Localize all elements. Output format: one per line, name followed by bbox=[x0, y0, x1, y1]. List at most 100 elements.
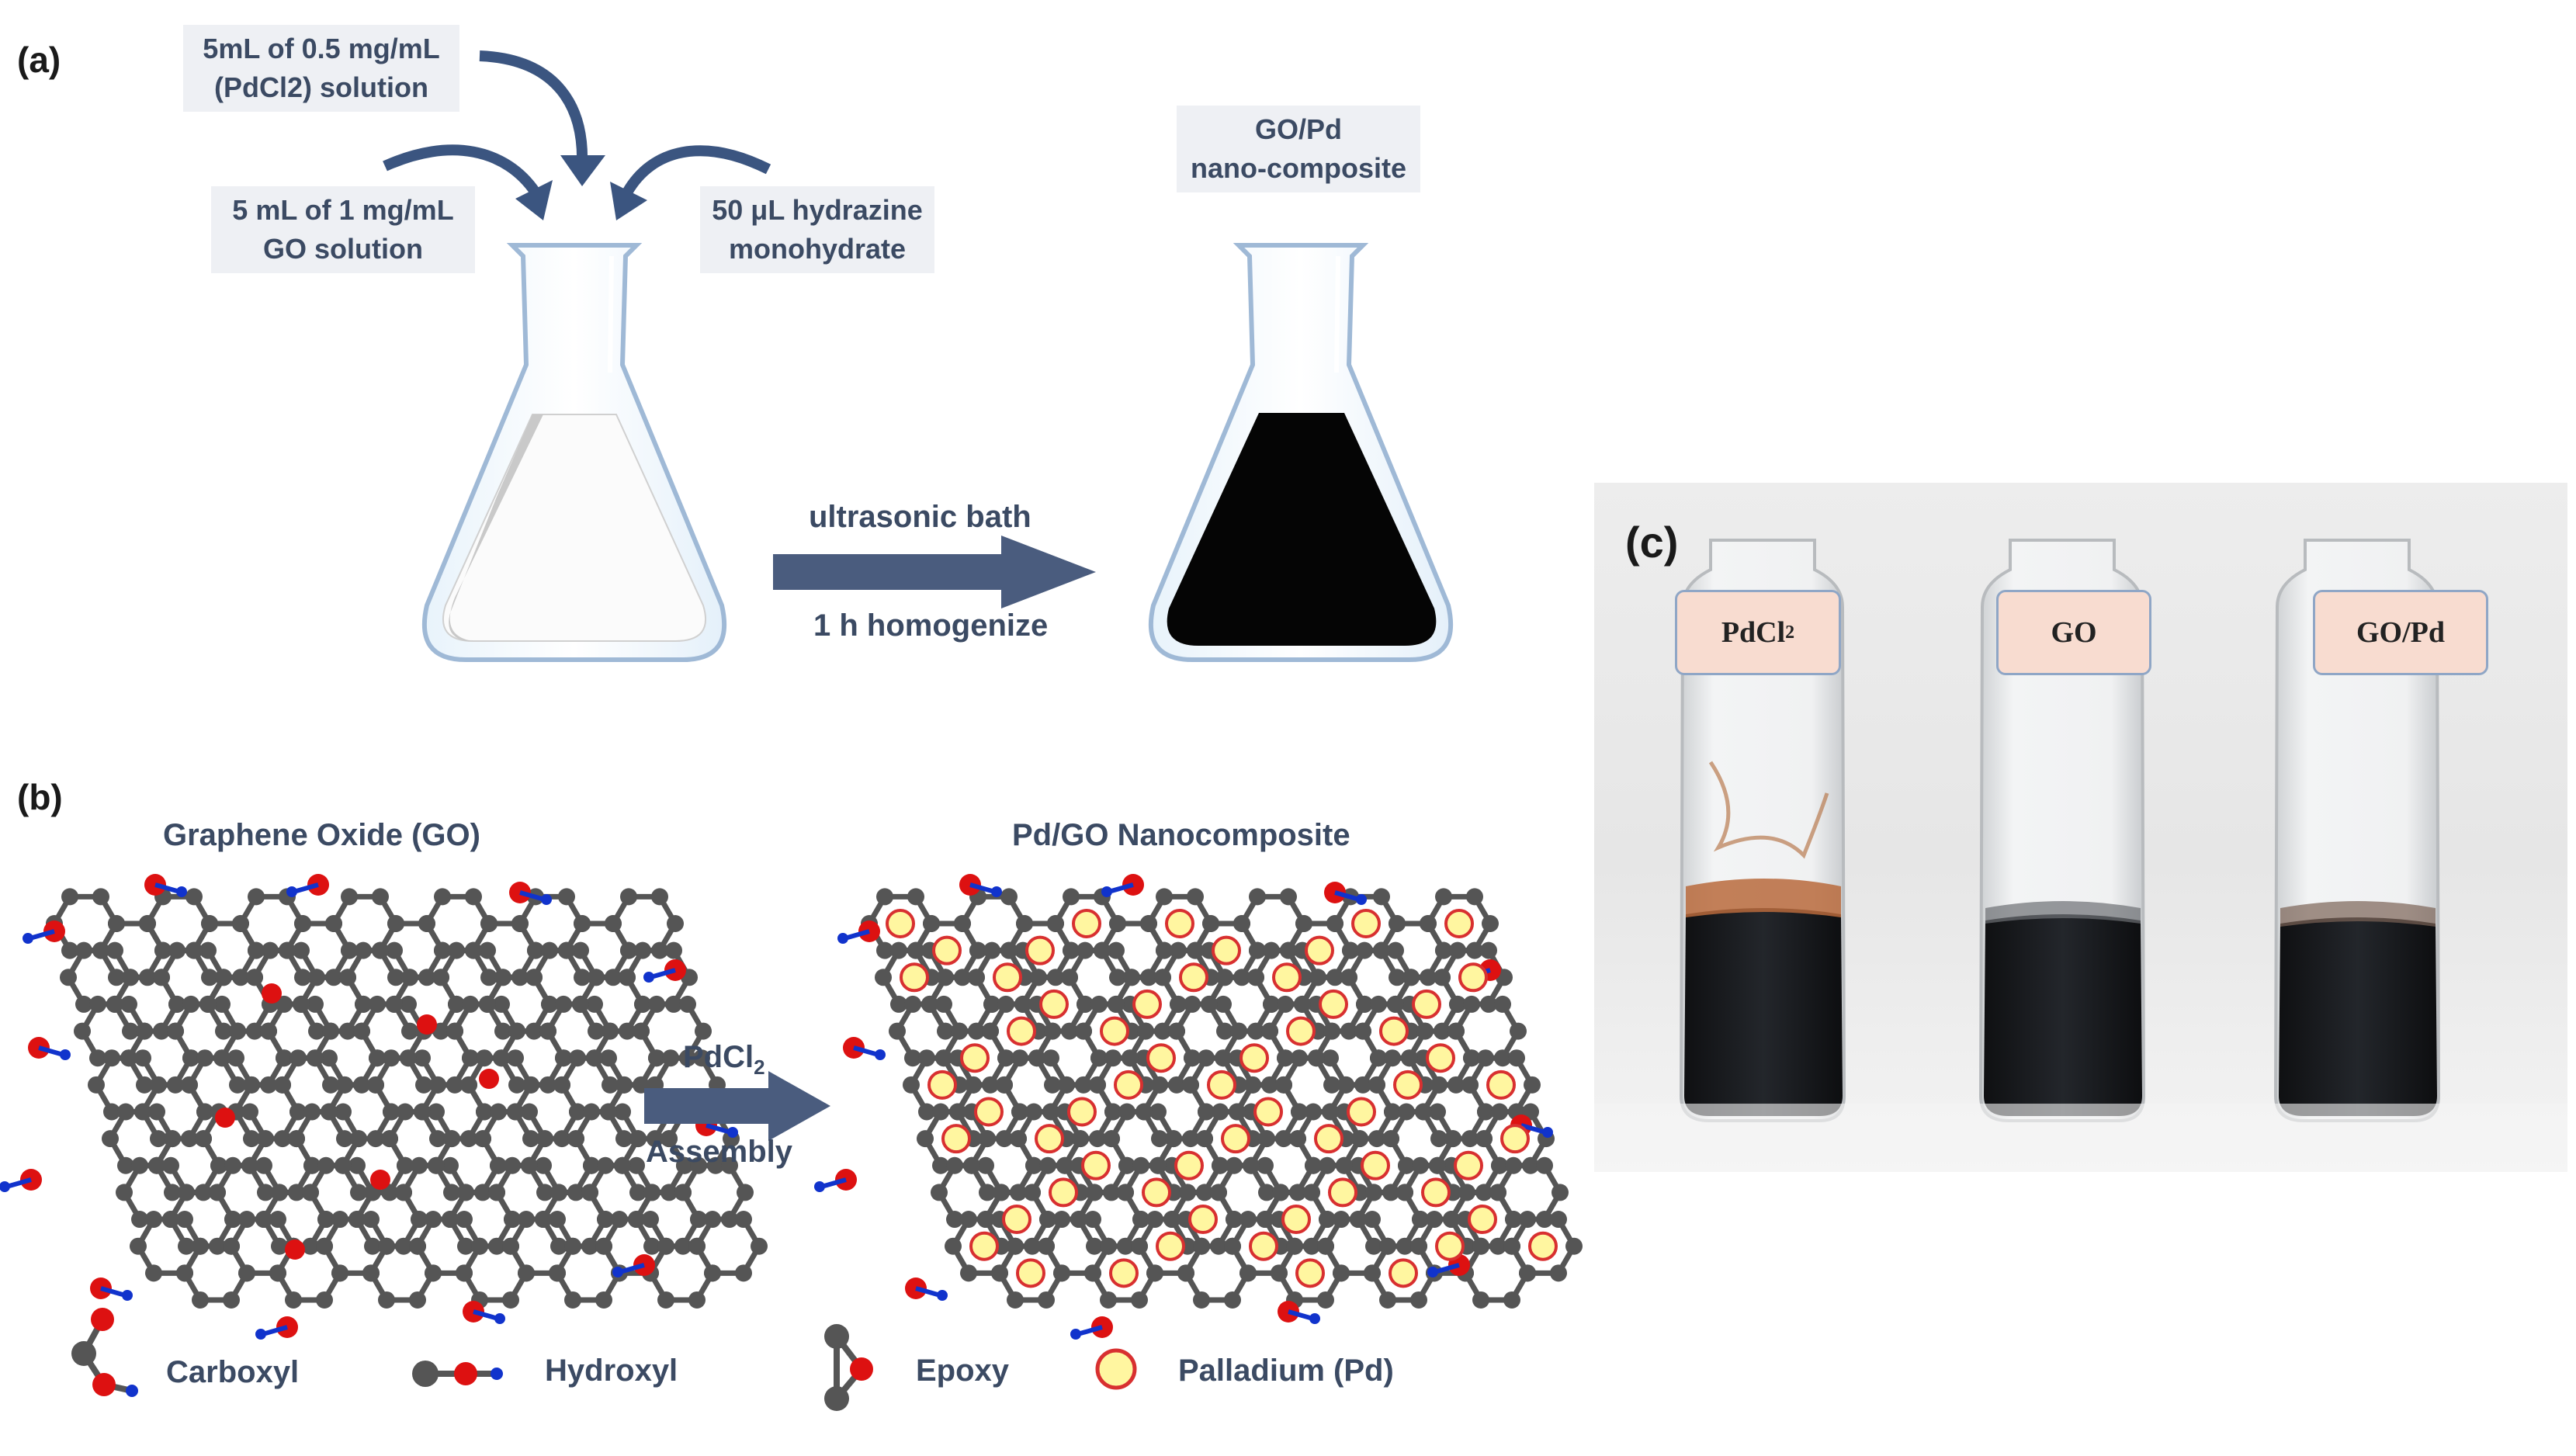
carbon-atom bbox=[248, 888, 265, 906]
carbon-atom bbox=[1239, 1264, 1257, 1282]
carbon-atom bbox=[134, 1103, 151, 1121]
carbon-atom bbox=[232, 915, 249, 932]
carbon-atom bbox=[735, 1264, 752, 1282]
carbon-atom bbox=[102, 1130, 119, 1148]
carbon-atom bbox=[1494, 1049, 1511, 1067]
vial-label-go: GO bbox=[1996, 590, 2151, 675]
carbon-atom bbox=[1271, 1264, 1288, 1282]
palladium-particle bbox=[1142, 1177, 1171, 1208]
carbon-atom bbox=[704, 1211, 721, 1229]
carbon-atom bbox=[350, 1130, 367, 1148]
carbon-atoms bbox=[46, 888, 768, 1309]
carbon-atom bbox=[614, 1156, 631, 1174]
carbon-atom bbox=[615, 1130, 633, 1148]
carbon-atom bbox=[164, 1184, 181, 1201]
carbon-atom bbox=[400, 995, 417, 1013]
carbon-atom bbox=[479, 941, 496, 959]
carbon-atom bbox=[120, 1049, 137, 1067]
carbon-atom bbox=[401, 1022, 418, 1040]
carbon-atom bbox=[1193, 1237, 1210, 1255]
carbon-atom bbox=[572, 995, 589, 1013]
palladium-particle bbox=[1468, 1205, 1497, 1235]
carbon-atom bbox=[923, 915, 940, 932]
vial-label-pdcl2-text: PdCl bbox=[1721, 616, 1786, 649]
carbon-atom bbox=[521, 1103, 538, 1121]
go-solution-callout: 5 mL of 1 mg/mL GO solution bbox=[211, 186, 475, 273]
carbon-atom bbox=[136, 1022, 153, 1040]
legend-epoxy-label: Epoxy bbox=[916, 1354, 1010, 1388]
carbon-atom bbox=[555, 995, 572, 1013]
carbon-atom bbox=[401, 969, 418, 986]
carbon-atom bbox=[302, 1237, 319, 1255]
carbon-atom bbox=[262, 941, 279, 959]
carbon-atom bbox=[1118, 1103, 1135, 1121]
carbon-atom bbox=[1233, 969, 1250, 986]
carbon-atom bbox=[751, 1237, 768, 1255]
carbon-atom bbox=[550, 1237, 567, 1255]
carbon-atom bbox=[386, 941, 403, 959]
carbon-atom bbox=[504, 1211, 521, 1229]
carbon-atom bbox=[629, 1184, 647, 1201]
carbon-atom bbox=[660, 1130, 678, 1148]
carbon-atom bbox=[1117, 1237, 1134, 1255]
carbon-atom bbox=[600, 1103, 617, 1121]
carbon-atom bbox=[432, 969, 449, 986]
carbon-atom bbox=[620, 888, 637, 906]
carbon-atom bbox=[602, 1022, 619, 1040]
carbon-atom bbox=[480, 969, 498, 986]
carbon-atom bbox=[549, 1211, 566, 1229]
carbon-atom bbox=[181, 1076, 198, 1094]
carbon-atom bbox=[434, 941, 451, 959]
carbon-atom bbox=[428, 1156, 445, 1174]
carbon-atom bbox=[1263, 941, 1280, 959]
carbon-atom bbox=[1090, 1049, 1108, 1067]
carbon-atom bbox=[1489, 1237, 1506, 1255]
carbon-atom bbox=[651, 888, 668, 906]
carbon-atom bbox=[1202, 915, 1219, 932]
palladium-particle bbox=[1412, 989, 1441, 1019]
carbon-atom bbox=[1042, 1103, 1059, 1121]
carbon-atom bbox=[1505, 1211, 1522, 1229]
carbon-atom bbox=[1435, 941, 1452, 959]
carbon-atom bbox=[302, 1184, 319, 1201]
carbon-atom bbox=[1140, 915, 1157, 932]
palladium-particle bbox=[1207, 1069, 1236, 1100]
carbon-atom bbox=[511, 969, 529, 986]
carbon-atom bbox=[116, 1184, 133, 1201]
carbon-atom bbox=[511, 915, 529, 932]
carbon-atom bbox=[465, 888, 482, 906]
palladium-particle bbox=[993, 962, 1022, 993]
carbon-atom bbox=[381, 1130, 398, 1148]
carbon-atom bbox=[1056, 1156, 1073, 1174]
carbon-atom bbox=[1137, 1022, 1154, 1040]
palladium-particle bbox=[1025, 935, 1055, 965]
vial-label-go-pd-text: GO/Pd bbox=[2356, 616, 2446, 649]
carbon-atom bbox=[1368, 1130, 1385, 1148]
carbon-atom bbox=[1058, 1076, 1075, 1094]
palladium-particle bbox=[1249, 1231, 1278, 1261]
carbon-atom bbox=[1475, 1184, 1493, 1201]
carbon-atom bbox=[535, 1156, 552, 1174]
carbon-atom bbox=[1536, 1156, 1553, 1174]
carbon-atom bbox=[1086, 1184, 1103, 1201]
carbon-atom bbox=[243, 1076, 260, 1094]
carbon-atom bbox=[372, 888, 389, 906]
carbon-atom bbox=[1061, 969, 1078, 986]
carbon-atom bbox=[1168, 1076, 1185, 1094]
carbon-atom bbox=[415, 1076, 432, 1094]
carbon-atom bbox=[1294, 995, 1311, 1013]
carbon-atom bbox=[996, 1130, 1013, 1148]
carbon-atom bbox=[1100, 1237, 1117, 1255]
carbon-atom bbox=[1039, 1156, 1056, 1174]
carbon-atom bbox=[1016, 915, 1033, 932]
carbon-atom bbox=[564, 1237, 581, 1255]
carbon-atom bbox=[647, 1130, 664, 1148]
carbon-atom bbox=[383, 1103, 400, 1121]
palladium-particle bbox=[1156, 1231, 1185, 1261]
carbon-atom bbox=[418, 915, 435, 932]
carbon-atom bbox=[178, 1184, 195, 1201]
carbon-atom bbox=[1103, 1130, 1120, 1148]
carbon-atom bbox=[619, 1022, 636, 1040]
palladium-particles bbox=[886, 909, 1558, 1288]
carbon-atom bbox=[527, 941, 544, 959]
